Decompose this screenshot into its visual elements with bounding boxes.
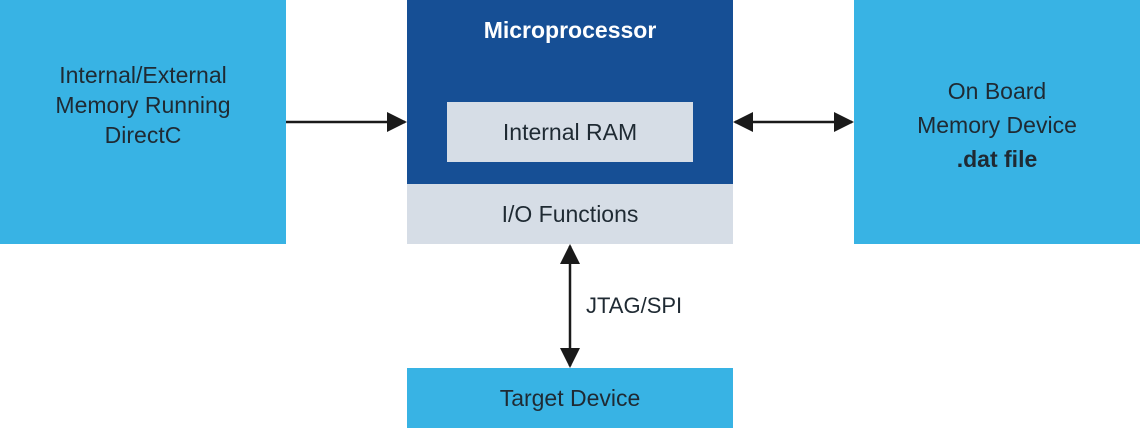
target-device-box: Target Device <box>407 368 733 428</box>
left-box-line-1: Internal/External <box>59 62 227 88</box>
on-board-memory-box: On Board Memory Device .dat file <box>854 0 1140 244</box>
microprocessor-title: Microprocessor <box>483 17 657 43</box>
io-functions-box: I/O Functions <box>407 184 733 244</box>
internal-ram-box: Internal RAM <box>447 102 693 162</box>
memory-running-directc-box: Internal/External Memory Running DirectC <box>0 0 286 244</box>
io-functions-label: I/O Functions <box>501 200 639 227</box>
left-box-line-3: DirectC <box>104 122 182 148</box>
left-box-line-2: Memory Running <box>55 92 231 118</box>
internal-ram-label: Internal RAM <box>502 118 638 145</box>
target-device-label: Target Device <box>499 384 641 411</box>
dat-file-label: .dat file <box>956 146 1038 172</box>
jtag-spi-label: JTAG/SPI <box>586 293 683 318</box>
right-box-line-2: Memory Device <box>917 112 1077 138</box>
right-box-line-1: On Board <box>947 78 1047 104</box>
